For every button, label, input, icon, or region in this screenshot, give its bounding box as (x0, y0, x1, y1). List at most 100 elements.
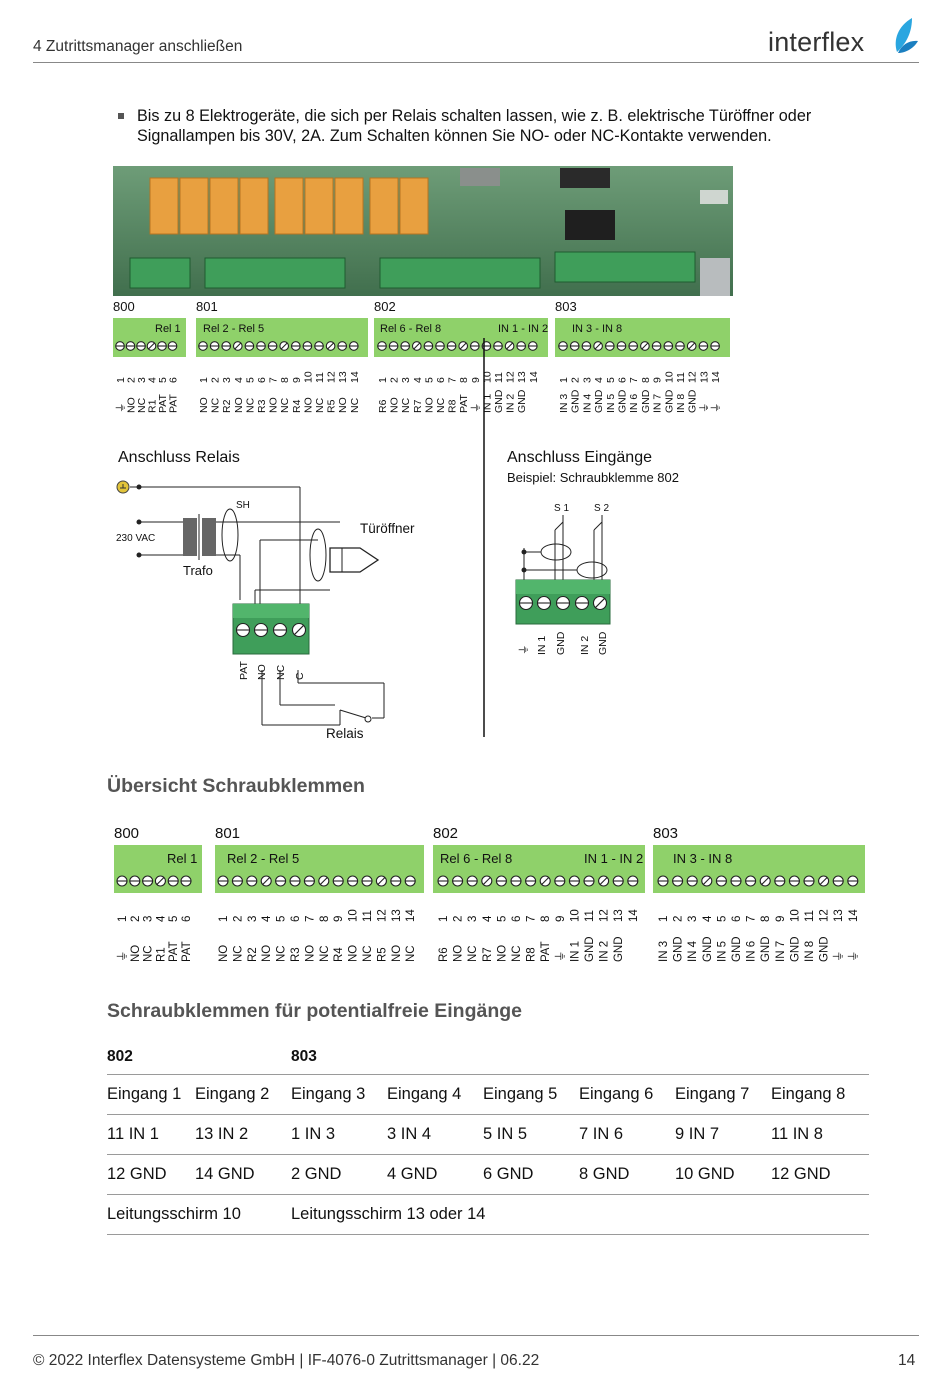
terminal-pin-label: ⏚ (470, 403, 482, 414)
header-rule (33, 62, 919, 63)
terminal-pin-number: 10 (481, 371, 493, 383)
terminal-pin-number: 5 (168, 916, 180, 922)
relais-label: Relais (326, 726, 364, 741)
terminal-pin-number: 13 (391, 909, 403, 922)
terminal-pin-label: GND (663, 389, 675, 413)
terminal-pin-label: NO (389, 397, 401, 413)
terminal-pin-number: 14 (628, 909, 640, 922)
terminal-pin-label: IN 2 (599, 941, 611, 962)
terminal-pin-label: NC (349, 397, 361, 413)
terminal-pin-number: 14 (848, 909, 860, 922)
terminal-pin-label: NC (244, 397, 256, 413)
terminal-pin-label: IN 1 (569, 941, 581, 962)
terminal-pin-number: 6 (168, 377, 180, 383)
terminal-pin-label: R6 (438, 947, 450, 962)
input-pin-label: IN 1 (536, 636, 548, 655)
terminal-pin-number: 6 (435, 377, 447, 383)
terminal-pin-number: 1 (377, 377, 389, 383)
terminal-pin-number: 14 (349, 371, 361, 383)
terminal-pin-number: 3 (221, 377, 233, 383)
terminal-pin-number: 2 (673, 916, 685, 922)
terminal-pin-number: 8 (279, 377, 291, 383)
terminal-pin-number: 7 (447, 377, 459, 383)
connector-block (379, 257, 541, 289)
page-number: 14 (898, 1352, 916, 1369)
terminal-group-label: Rel 2 - Rel 5 (203, 323, 264, 335)
terminal-group-label: IN 3 - IN 8 (572, 323, 622, 335)
terminal-pin-label: NC (511, 945, 523, 962)
terminal-pin-label: GND (570, 389, 582, 413)
terminal-block-id: 803 (555, 299, 577, 314)
table-head-802: 802 (107, 1040, 195, 1075)
terminal-pin-number: 13 (698, 371, 710, 383)
relay-pin-label: C (294, 672, 306, 680)
terminal-block-id: 801 (215, 825, 240, 842)
terminal-pin-label: NC (362, 945, 374, 962)
terminal-pin-number: 6 (290, 916, 302, 922)
relay-icon (209, 177, 239, 235)
terminal-pin-label: NC (405, 945, 417, 962)
terminal-pin-label: GND (673, 936, 685, 962)
relay-icon (149, 177, 179, 235)
terminal-pin-number: 9 (775, 916, 787, 922)
terminal-pin-number: 2 (210, 377, 222, 383)
terminal-pin-number: 9 (652, 377, 664, 383)
terminal-pin-number: 6 (256, 377, 268, 383)
terminal-pin-label: NO (126, 397, 138, 413)
terminal-pin-number: 10 (569, 909, 581, 922)
terminal-pin-number: 5 (716, 916, 728, 922)
input-pin-label: IN 2 (579, 636, 591, 655)
terminal-pin-label: IN 6 (746, 941, 758, 962)
terminal-pin-number: 6 (511, 916, 523, 922)
table-head-empty (195, 1040, 291, 1075)
terminal-block-id: 802 (433, 825, 458, 842)
terminal-pin-number: 4 (261, 915, 273, 922)
terminal-pin-number: 2 (453, 916, 465, 922)
input-pin-label: ⏚ (518, 645, 530, 656)
terminal-block (555, 318, 730, 357)
terminal-pin-number: 2 (126, 377, 138, 383)
terminal-pin-number: 8 (319, 916, 331, 922)
terminal-group-label: Rel 1 (155, 323, 181, 335)
terminal-pin-number: 5 (157, 377, 169, 383)
terminal-pin-number: 9 (333, 916, 345, 922)
section-title: 4 Zutrittsmanager anschließen (33, 38, 243, 55)
eingaenge-subtitle: Beispiel: Schraubklemme 802 (507, 470, 679, 485)
terminal-pin-number: 1 (218, 916, 230, 922)
terminal-pin-label: GND (493, 389, 505, 413)
terminal-block-id: 800 (114, 825, 139, 842)
terminal-pin-label: PAT (168, 941, 180, 962)
terminal-pin-label: NC (136, 397, 148, 413)
terminal-pin-label: NO (233, 397, 245, 413)
terminal-pin-number: 1 (438, 916, 450, 922)
terminal-pin-label: NO (496, 945, 508, 962)
terminal-pin-number: 7 (268, 377, 280, 383)
terminal-pin-label: NO (261, 945, 273, 962)
terminal-pin-number: 1 (658, 916, 670, 922)
terminal-pin-label: IN 5 (716, 941, 728, 962)
terminal-pin-number: 13 (613, 909, 625, 922)
relay-pin-label: PAT (238, 661, 250, 680)
terminal-pin-label: GND (702, 936, 714, 962)
terminal-pin-label: NO (130, 945, 142, 962)
terminal-pin-label: ⏚ (832, 951, 845, 963)
terminal-pin-label: R2 (247, 947, 259, 962)
terminal-pin-number: 6 (731, 916, 743, 922)
terminal-pin-number: 3 (400, 377, 412, 383)
terminal-pin-number: 5 (423, 377, 435, 383)
terminal-pin-number: 13 (833, 909, 845, 922)
terminal-pin-label: IN 2 (505, 394, 517, 413)
terminal-pin-number: 12 (687, 371, 699, 383)
terminal-pin-label: GND (613, 936, 625, 962)
terminal-pin-label: R3 (290, 947, 302, 962)
vac-label: 230 VAC (116, 533, 155, 544)
terminal-pin-number: 13 (516, 371, 528, 383)
terminal-pin-number: 5 (605, 377, 617, 383)
terminal-pin-label: PAT (157, 394, 169, 413)
tueroeffner-label: Türöffner (360, 521, 415, 536)
terminal-group-label: IN 1 - IN 2 (584, 851, 643, 866)
terminal-block-id: 801 (196, 299, 218, 314)
terminal-pin-number: 3 (247, 916, 259, 922)
terminal-pin-number: 12 (505, 371, 517, 383)
